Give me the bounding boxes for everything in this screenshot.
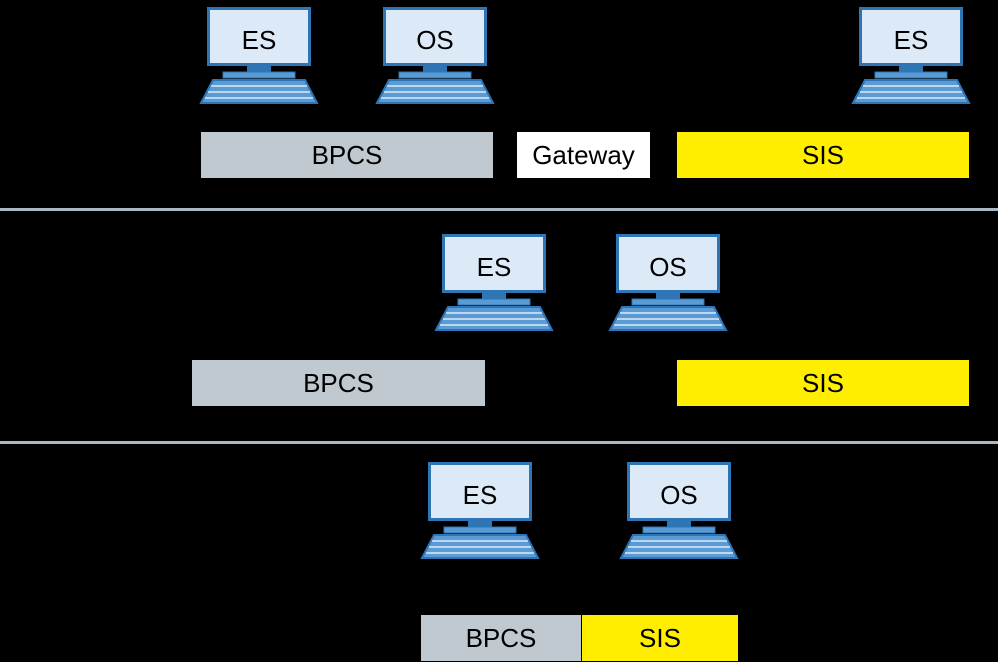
computer-label: OS [649, 251, 687, 282]
sis-box: SIS [676, 131, 970, 179]
computer-es-4: ES [420, 461, 540, 561]
computer-os-4: OS [619, 461, 739, 561]
computer-label: OS [660, 479, 698, 510]
sis-box: SIS [581, 614, 739, 662]
computer-label: ES [241, 24, 277, 55]
computer-label: ES [462, 479, 498, 510]
computer-icon [619, 462, 739, 559]
bpcs-box: BPCS [191, 359, 486, 407]
bpcs-box: BPCS [200, 131, 494, 179]
computer-label: OS [416, 24, 454, 55]
gateway-box: Gateway [516, 131, 651, 179]
section-divider [0, 441, 998, 444]
sis-box: SIS [676, 359, 970, 407]
computer-os-1: OS [375, 6, 495, 106]
computer-icon [608, 234, 728, 331]
section-divider [0, 208, 998, 211]
computer-icon [434, 234, 554, 331]
computer-es-2: ES [851, 6, 971, 106]
computer-os-3: OS [608, 233, 728, 333]
computer-es-3: ES [434, 233, 554, 333]
computer-icon [851, 7, 971, 104]
computer-icon [375, 7, 495, 104]
computer-label: ES [476, 251, 512, 282]
computer-label: ES [893, 24, 929, 55]
bpcs-box: BPCS [420, 614, 582, 662]
computer-es-1: ES [199, 6, 319, 106]
computer-icon [420, 462, 540, 559]
computer-icon [199, 7, 319, 104]
